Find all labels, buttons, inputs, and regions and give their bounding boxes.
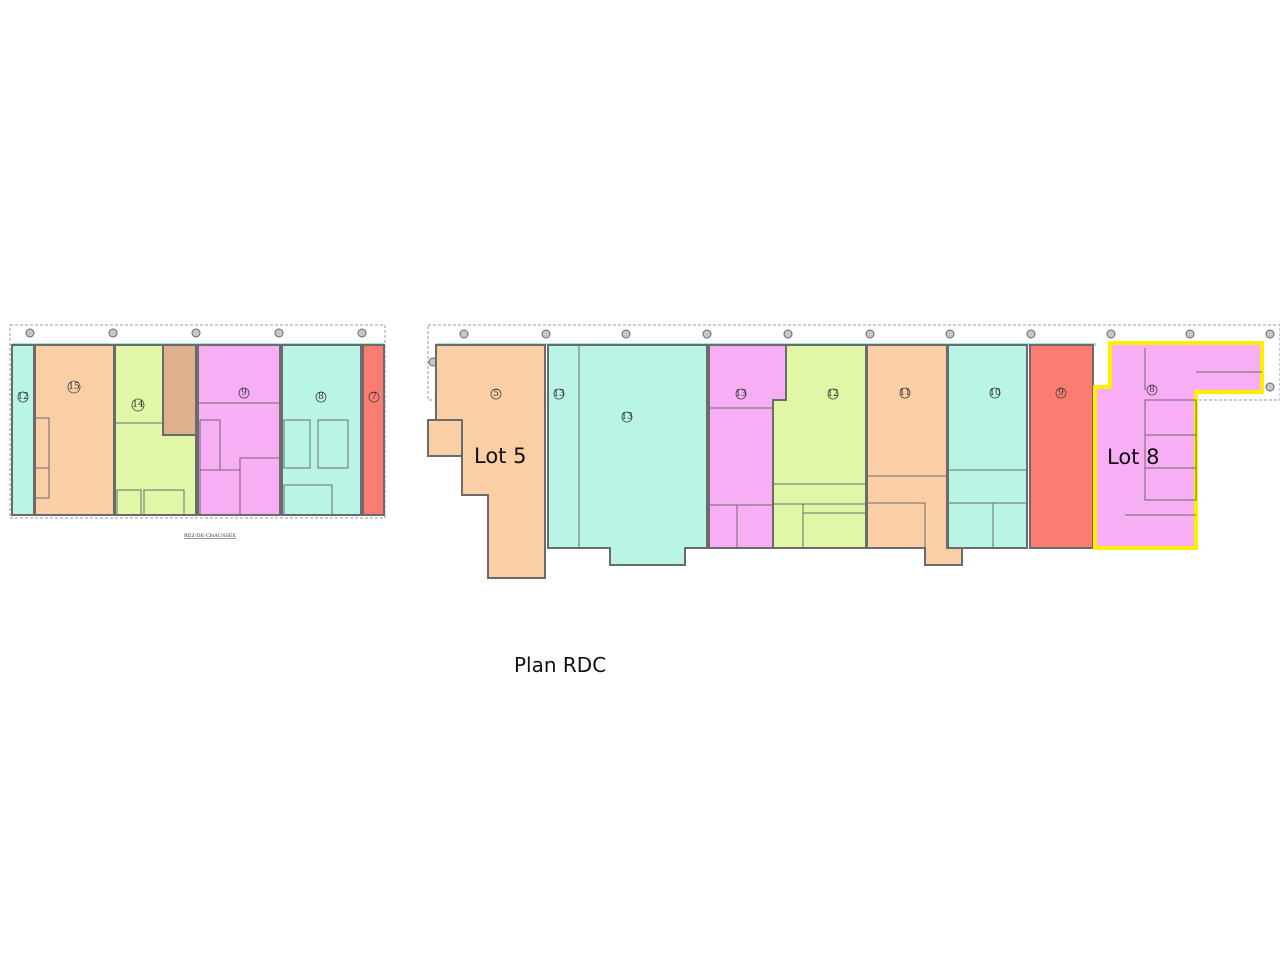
room-number: 9: [241, 388, 247, 398]
room-9: [1029, 344, 1094, 549]
room-9: [197, 344, 281, 516]
room-numbers: 5 13 13 13 12 11 10 9 8: [490, 384, 1158, 423]
room-number: 11: [899, 388, 910, 398]
room-number: 7: [371, 392, 377, 402]
room-number: 13: [735, 389, 747, 399]
room-number: 10: [989, 388, 1001, 398]
right-plan: 5 13 13 13 12 11 10 9 8 Lot 5 Lot 8: [427, 324, 1280, 579]
room-number: 5: [493, 389, 499, 399]
office-annex: [427, 419, 463, 457]
room-number: 13: [553, 389, 565, 399]
column-markers: [428, 329, 1275, 392]
interior-walls: [34, 402, 349, 516]
room-number: 13: [621, 412, 633, 422]
lot-8-label: Lot 8: [1107, 445, 1159, 469]
room-number: 9: [1058, 388, 1064, 398]
room-number: 8: [1149, 385, 1155, 395]
plan-caption: Plan RDC: [514, 653, 606, 677]
column-markers: [25, 328, 367, 338]
room-13-cyan: [547, 344, 708, 566]
room-numbers: 12 15 14 9 8 7: [17, 380, 380, 412]
room-number: 14: [132, 400, 144, 410]
room-number: 12: [827, 389, 838, 399]
room-12: [772, 344, 867, 549]
room-10: [947, 344, 1028, 549]
room-12: [11, 344, 35, 516]
room-number: 12: [17, 392, 28, 402]
lot-5-label: Lot 5: [474, 444, 526, 468]
technical-room: [162, 344, 197, 436]
interior-walls: [578, 345, 1262, 549]
room-number: 15: [68, 382, 80, 392]
room-number: 8: [318, 392, 324, 402]
room-15: [34, 344, 115, 516]
room-7: [362, 344, 385, 516]
room-8-highlighted: [1093, 341, 1264, 550]
room-8: [281, 344, 362, 516]
left-plan-title: REZ-DE-CHAUSSEE: [184, 533, 236, 539]
left-plan: 12 15 14 9 8 7 REZ-DE-CHAUSSEE: [9, 324, 386, 539]
